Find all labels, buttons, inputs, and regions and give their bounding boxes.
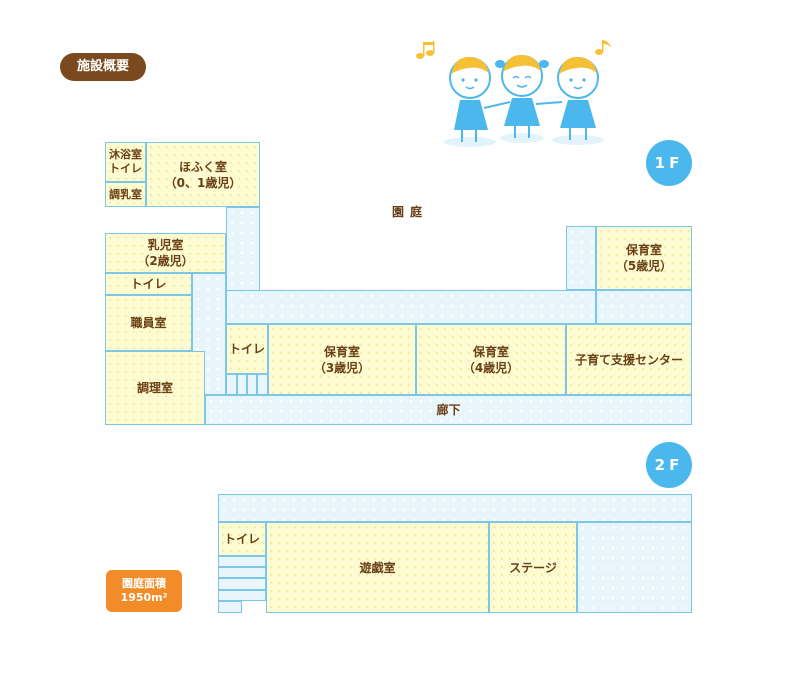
stairs-step [257, 374, 268, 395]
room-kitchen: 調理室 [105, 351, 205, 425]
stairs-step [226, 374, 237, 395]
hallway: 廊下 [205, 395, 692, 425]
page-title: 施設概要 [60, 53, 146, 81]
room-milk-prep: 調乳室 [105, 182, 146, 207]
corridor-2f-top [218, 494, 692, 522]
floor-2f-badge: 2F [646, 442, 692, 488]
room-care-4: 保育室 （4歳児） [416, 324, 566, 395]
room-bath-toilet: 沐浴室 トイレ [105, 142, 146, 182]
stairs-step-2f [218, 567, 266, 578]
room-staff: 職員室 [105, 295, 192, 351]
room-toilet-west: トイレ [105, 273, 192, 295]
room-toilet-2f: トイレ [218, 522, 266, 556]
corridor-middle [226, 290, 596, 324]
room-stage: ステージ [489, 522, 577, 613]
music-note-icon [416, 41, 435, 59]
stairs-step-2f [218, 601, 242, 613]
corridor-east-right [596, 290, 692, 324]
room-care-5: 保育室 （5歳児） [596, 226, 692, 290]
yard-area-badge: 園庭面積 1950m² [106, 570, 182, 612]
room-playroom: 遊戯室 [266, 522, 489, 613]
yard-area-label: 園庭面積 [122, 577, 166, 590]
room-toilet-center: トイレ [226, 324, 268, 374]
kids-illustration [416, 40, 612, 147]
room-infant: 乳児室 （2歳児） [105, 233, 226, 273]
room-hofuku: ほふく室 （0、1歳児） [146, 142, 260, 207]
yard-label: 園庭 [391, 205, 428, 219]
stairs-step-2f [218, 556, 266, 567]
room-support-center: 子育て支援センター [566, 324, 692, 395]
music-note-icon [595, 40, 612, 55]
yard-area-value: 1950m² [120, 591, 168, 604]
corridor-east-upper [566, 226, 596, 290]
stairs-step-2f [218, 590, 266, 601]
floor-1f-badge: 1F [646, 140, 692, 186]
stairs-step [237, 374, 247, 395]
room-care-3: 保育室 （3歳児） [268, 324, 416, 395]
stairs-step-2f [218, 578, 266, 590]
corridor-2f-east [577, 522, 692, 613]
stairs-step [247, 374, 257, 395]
